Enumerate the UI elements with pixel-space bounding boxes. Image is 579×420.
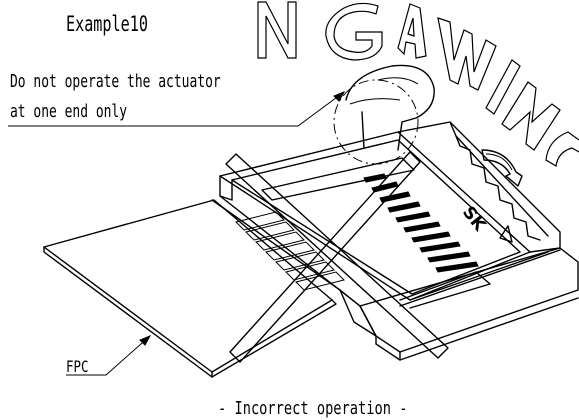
triangle-marker: [499, 225, 513, 243]
connector-housing: SK: [211, 121, 579, 361]
warning-leader: [8, 91, 346, 127]
finger-press-icon: [345, 64, 435, 151]
warning-line-2: at one end only: [10, 101, 128, 122]
fpc-label: FPC: [66, 357, 89, 376]
sk-marking: SK: [458, 203, 490, 236]
example-title: Example10: [66, 12, 148, 36]
cross-mark-icon: [225, 151, 449, 363]
fpc-leader: [66, 335, 152, 376]
fpc-board: [43, 199, 337, 378]
watermark-letters: [257, 1, 579, 167]
caption: - Incorrect operation -: [218, 398, 408, 419]
rotation-arrow-icon: [481, 149, 523, 187]
pressing-point-circle: [333, 79, 419, 165]
warning-line-1: Do not operate the actuator: [10, 71, 221, 92]
